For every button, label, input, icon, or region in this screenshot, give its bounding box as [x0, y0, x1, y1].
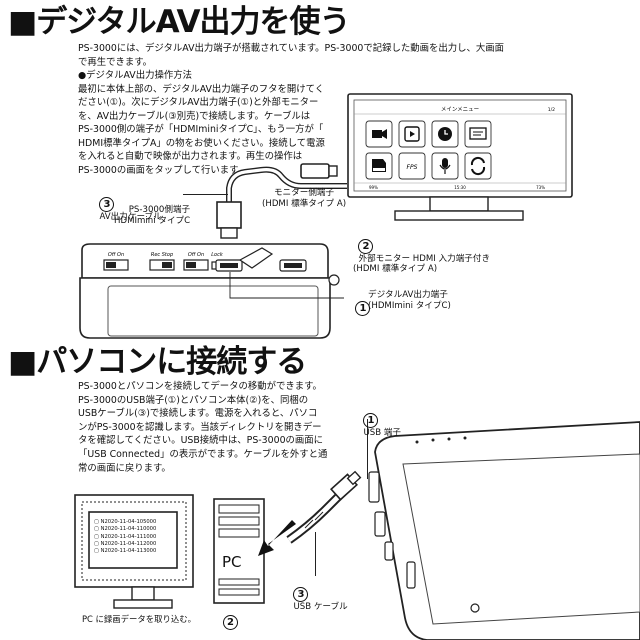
left-arrow-icon: [258, 520, 296, 556]
usb-port-leader: [367, 419, 368, 479]
usb-port-label-text: USB 端子: [363, 427, 402, 438]
sd-card-icon: [365, 152, 393, 180]
monitor-label-text: 外部モニター HDMI 入力端子付き (HDMI 標準タイプ A): [353, 253, 491, 275]
display-settings-icon: [464, 120, 492, 148]
usb-port-label: 1 USB 端子: [358, 402, 401, 438]
video-camera-icon: [365, 120, 393, 148]
av-procedure-text: 最初に本体上部の、デジタルAV出力端子のフタを開けてく ださい(①)。次にデジタ…: [78, 83, 325, 177]
file-list: ▢ N2020-11-04-105000 ▢ N2020-11-04-11000…: [94, 519, 156, 555]
usb-cable-label: 3 USB ケーブル: [288, 576, 348, 612]
pc-caption: PC に録画データを取り込む。: [82, 614, 197, 624]
monitor-side-connector-label: モニター側端子 (HDMI 標準タイプ A): [262, 188, 347, 209]
pc-label: PC: [222, 553, 242, 571]
clock-icon: [431, 120, 459, 148]
pc-number: 2: [223, 615, 238, 630]
usb-cable-illustration: [286, 470, 362, 544]
pc-number-label: 2: [223, 610, 238, 630]
usb-cable-label-text: USB ケーブル: [293, 601, 348, 612]
cable-number: 3: [99, 196, 115, 212]
svg-text:FPS: FPS: [407, 164, 418, 171]
pc-monitor-illustration: [74, 494, 194, 609]
external-monitor-illustration: メインメニュー 1/2 FPS 99% 15:30 73%: [347, 93, 573, 221]
microphone-icon: [431, 152, 459, 180]
monitor-status-time: 15:30: [454, 185, 466, 190]
monitor-menu-title: メインメニュー: [441, 106, 479, 113]
file-item[interactable]: ▢ N2020-11-04-105000: [94, 519, 157, 525]
av-intro-text: PS-3000には、デジタルAV出力端子が搭載されています。PS-3000で記録…: [78, 43, 505, 68]
switch-label-2: Rec Stop: [151, 252, 173, 258]
playback-icon: [398, 120, 426, 148]
swap-icon: [464, 152, 492, 180]
usb-port-number: 1: [363, 412, 379, 428]
monitor-number: 2: [358, 238, 374, 254]
cable-label-text: AV出力ケーブル: [99, 211, 162, 222]
switch-label-3: Off On: [188, 252, 204, 258]
file-item[interactable]: ▢ N2020-11-04-111000: [94, 533, 157, 540]
ps-side-connector-label: PS-3000側端子 HDMImini タイプC: [114, 205, 191, 226]
cable-label: 3 AV出力ケーブル: [94, 186, 162, 222]
file-item[interactable]: ▢ N2020-11-04-110000: [94, 526, 157, 533]
switch-label-4: Lock: [211, 252, 224, 258]
external-monitor-label: 2 外部モニター HDMI 入力端子付き (HDMI 標準タイプ A): [353, 228, 490, 275]
section-title-av-output: ■デジタルAV出力を使う: [8, 4, 351, 40]
port-number: 1: [355, 300, 371, 316]
monitor-page-indicator: 1/2: [548, 107, 555, 113]
usb-port[interactable]: [368, 471, 380, 503]
pc-tower-illustration: [213, 498, 265, 604]
file-item[interactable]: ▢ N2020-11-04-112000: [94, 540, 157, 547]
pc-connect-body-text: PS-3000とパソコンを接続してデータの移動ができます。 PS-3000のUS…: [78, 381, 328, 474]
fps-icon: [398, 152, 426, 180]
monitor-status-right: 73%: [536, 185, 545, 190]
file-item[interactable]: ▢ N2020-11-04-113000: [94, 548, 157, 555]
usb-cable-leader: [315, 532, 316, 576]
monitor-status-left: 99%: [369, 185, 378, 190]
section-title-pc-connect: ■パソコンに接続する: [8, 344, 307, 380]
ps3000-device-illustration: Off On Rec Stop Off On Lock: [79, 243, 344, 339]
usb-cable-number: 3: [293, 586, 309, 602]
port-cover-flap[interactable]: [238, 247, 274, 269]
av-subheading: ●デジタルAV出力操作方法: [78, 70, 192, 81]
monitor-menu-grid: [365, 120, 492, 148]
av-port-label-text: デジタルAV出力端子 (HDMImini タイプC): [368, 290, 451, 311]
av-port-label: 1: [350, 290, 371, 316]
ps3000-angled-illustration: [368, 421, 640, 640]
switch-label-1: Off On: [108, 252, 124, 258]
